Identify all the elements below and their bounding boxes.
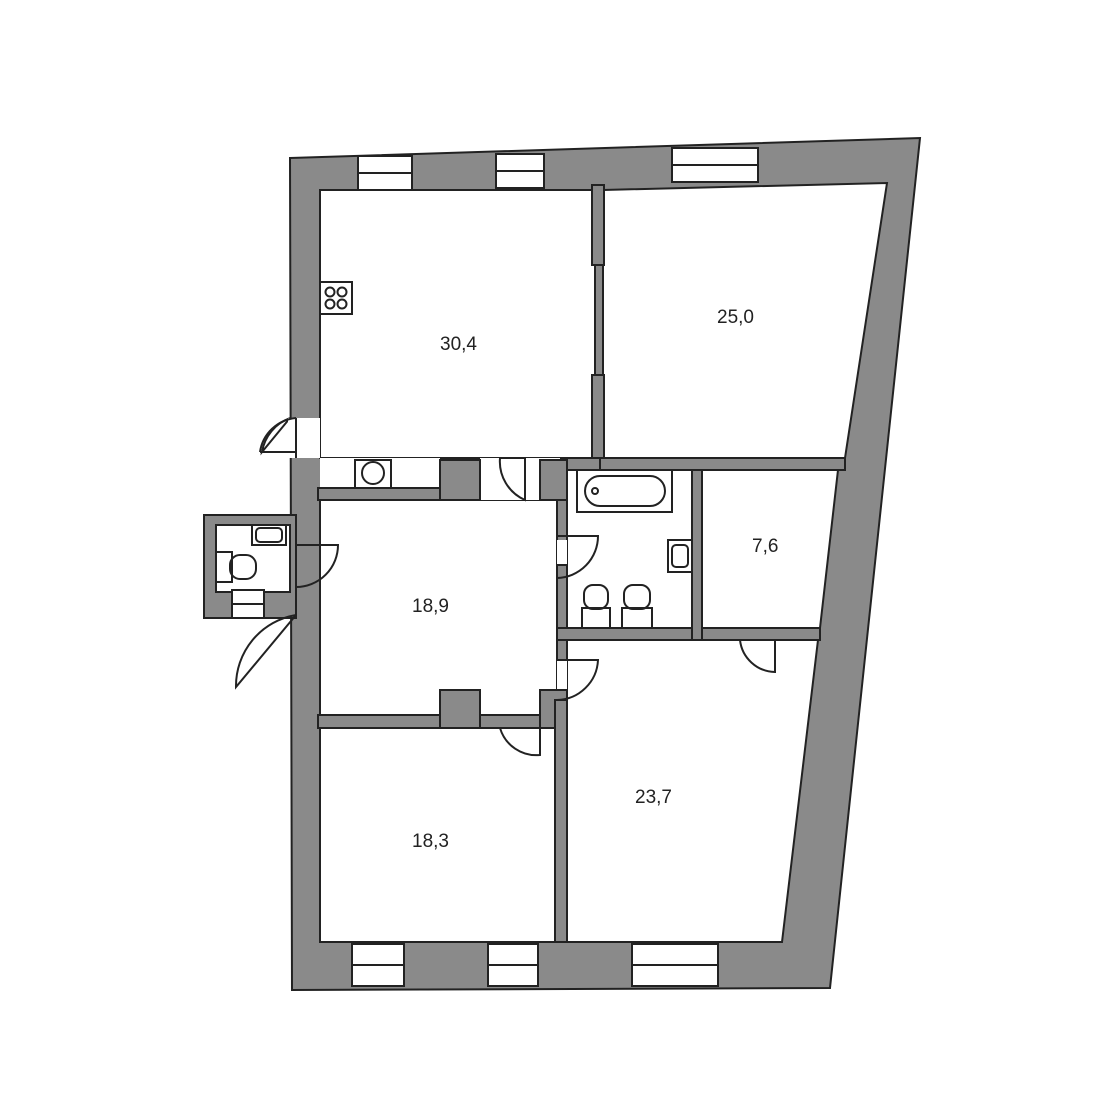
stove-icon [319, 281, 353, 315]
area-hall: 18,9 [412, 596, 449, 617]
window-s2 [487, 943, 539, 987]
bidet-icon [621, 584, 653, 629]
area-labels: 30,4 25,0 18,9 7,6 18,3 23,7 [412, 307, 778, 852]
window-n2 [495, 153, 545, 189]
doors [234, 417, 776, 757]
bathtub-icon [576, 469, 673, 513]
area-kitchen-living: 30,4 [440, 334, 477, 355]
toilet-icon [581, 584, 611, 629]
wc-shelf [231, 589, 265, 619]
window-s1 [351, 943, 405, 987]
washing-machine-icon [354, 459, 392, 489]
area-room-ne: 25,0 [717, 307, 754, 328]
window-n1 [357, 155, 413, 191]
area-room-se: 23,7 [635, 787, 672, 808]
wc-toilet-icon [215, 551, 257, 583]
room-kitchen-living [319, 189, 596, 459]
room-floors [215, 181, 889, 943]
wc-sink-icon [251, 524, 287, 546]
area-storage: 7,6 [752, 536, 778, 557]
sink-icon [667, 539, 693, 573]
window-n3 [671, 147, 759, 183]
partitions [317, 184, 846, 943]
windows [351, 147, 759, 987]
area-room-sw: 18,3 [412, 831, 449, 852]
room-se [566, 639, 820, 943]
window-s3 [631, 943, 719, 987]
